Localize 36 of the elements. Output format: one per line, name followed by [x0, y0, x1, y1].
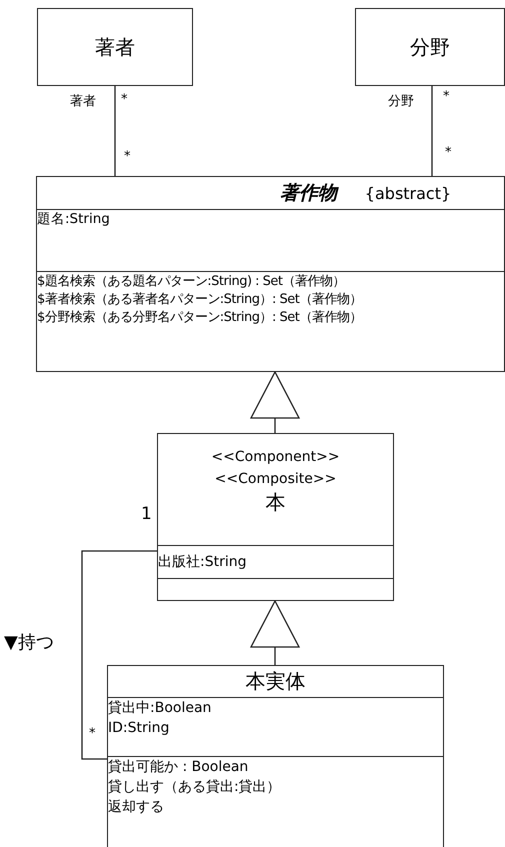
association-line	[114, 86, 116, 176]
association-line	[81, 550, 157, 760]
operation-text: 貸出可能か : Boolean	[108, 758, 250, 777]
class-box	[157, 433, 394, 601]
constraint-text: {abstract}	[364, 183, 452, 205]
attribute-text: 題名:String	[37, 210, 111, 228]
operation-text: 貸し出す（ある貸出:貸出）	[108, 778, 282, 797]
class-name: 著作物	[280, 181, 337, 206]
class-name: 著者	[94, 34, 136, 61]
attribute-text: 出版社:String	[158, 553, 248, 572]
multiplicity-label: *	[124, 149, 130, 164]
generalization-arrow	[250, 371, 300, 433]
class-name: 本	[264, 490, 286, 514]
multiplicity-label: 1	[141, 504, 152, 524]
multiplicity-label: *	[89, 726, 96, 741]
class-box	[107, 665, 444, 847]
stereotype-text: <<Composite>>	[214, 470, 338, 489]
role-name: 分野	[388, 93, 414, 110]
class-box	[37, 8, 193, 86]
class-name: 本実体	[244, 668, 306, 695]
operation-text: $分野検索（ある分野名パターン:String）: Set（著作物）	[37, 309, 363, 326]
multiplicity-label: *	[445, 145, 452, 160]
association-line	[431, 86, 433, 176]
class-box	[355, 8, 505, 86]
operation-text: $著者検索（ある著者名パターン:String）: Set（著作物）	[37, 291, 363, 308]
multiplicity-label: *	[121, 92, 128, 107]
class-name: 分野	[409, 34, 451, 61]
class-name: <<Component>>	[210, 448, 341, 467]
attribute-text: 貸出中:Boolean	[108, 699, 212, 718]
attribute-text: ID:String	[108, 719, 170, 738]
multiplicity-label: *	[443, 89, 450, 104]
generalization-arrow	[250, 600, 300, 665]
operation-text: $題名検索（ある題名パターン:String) : Set（著作物）	[37, 273, 346, 290]
operation-text: 返却する	[108, 798, 165, 817]
role-name: 著者	[70, 93, 96, 110]
class-box	[36, 176, 505, 372]
